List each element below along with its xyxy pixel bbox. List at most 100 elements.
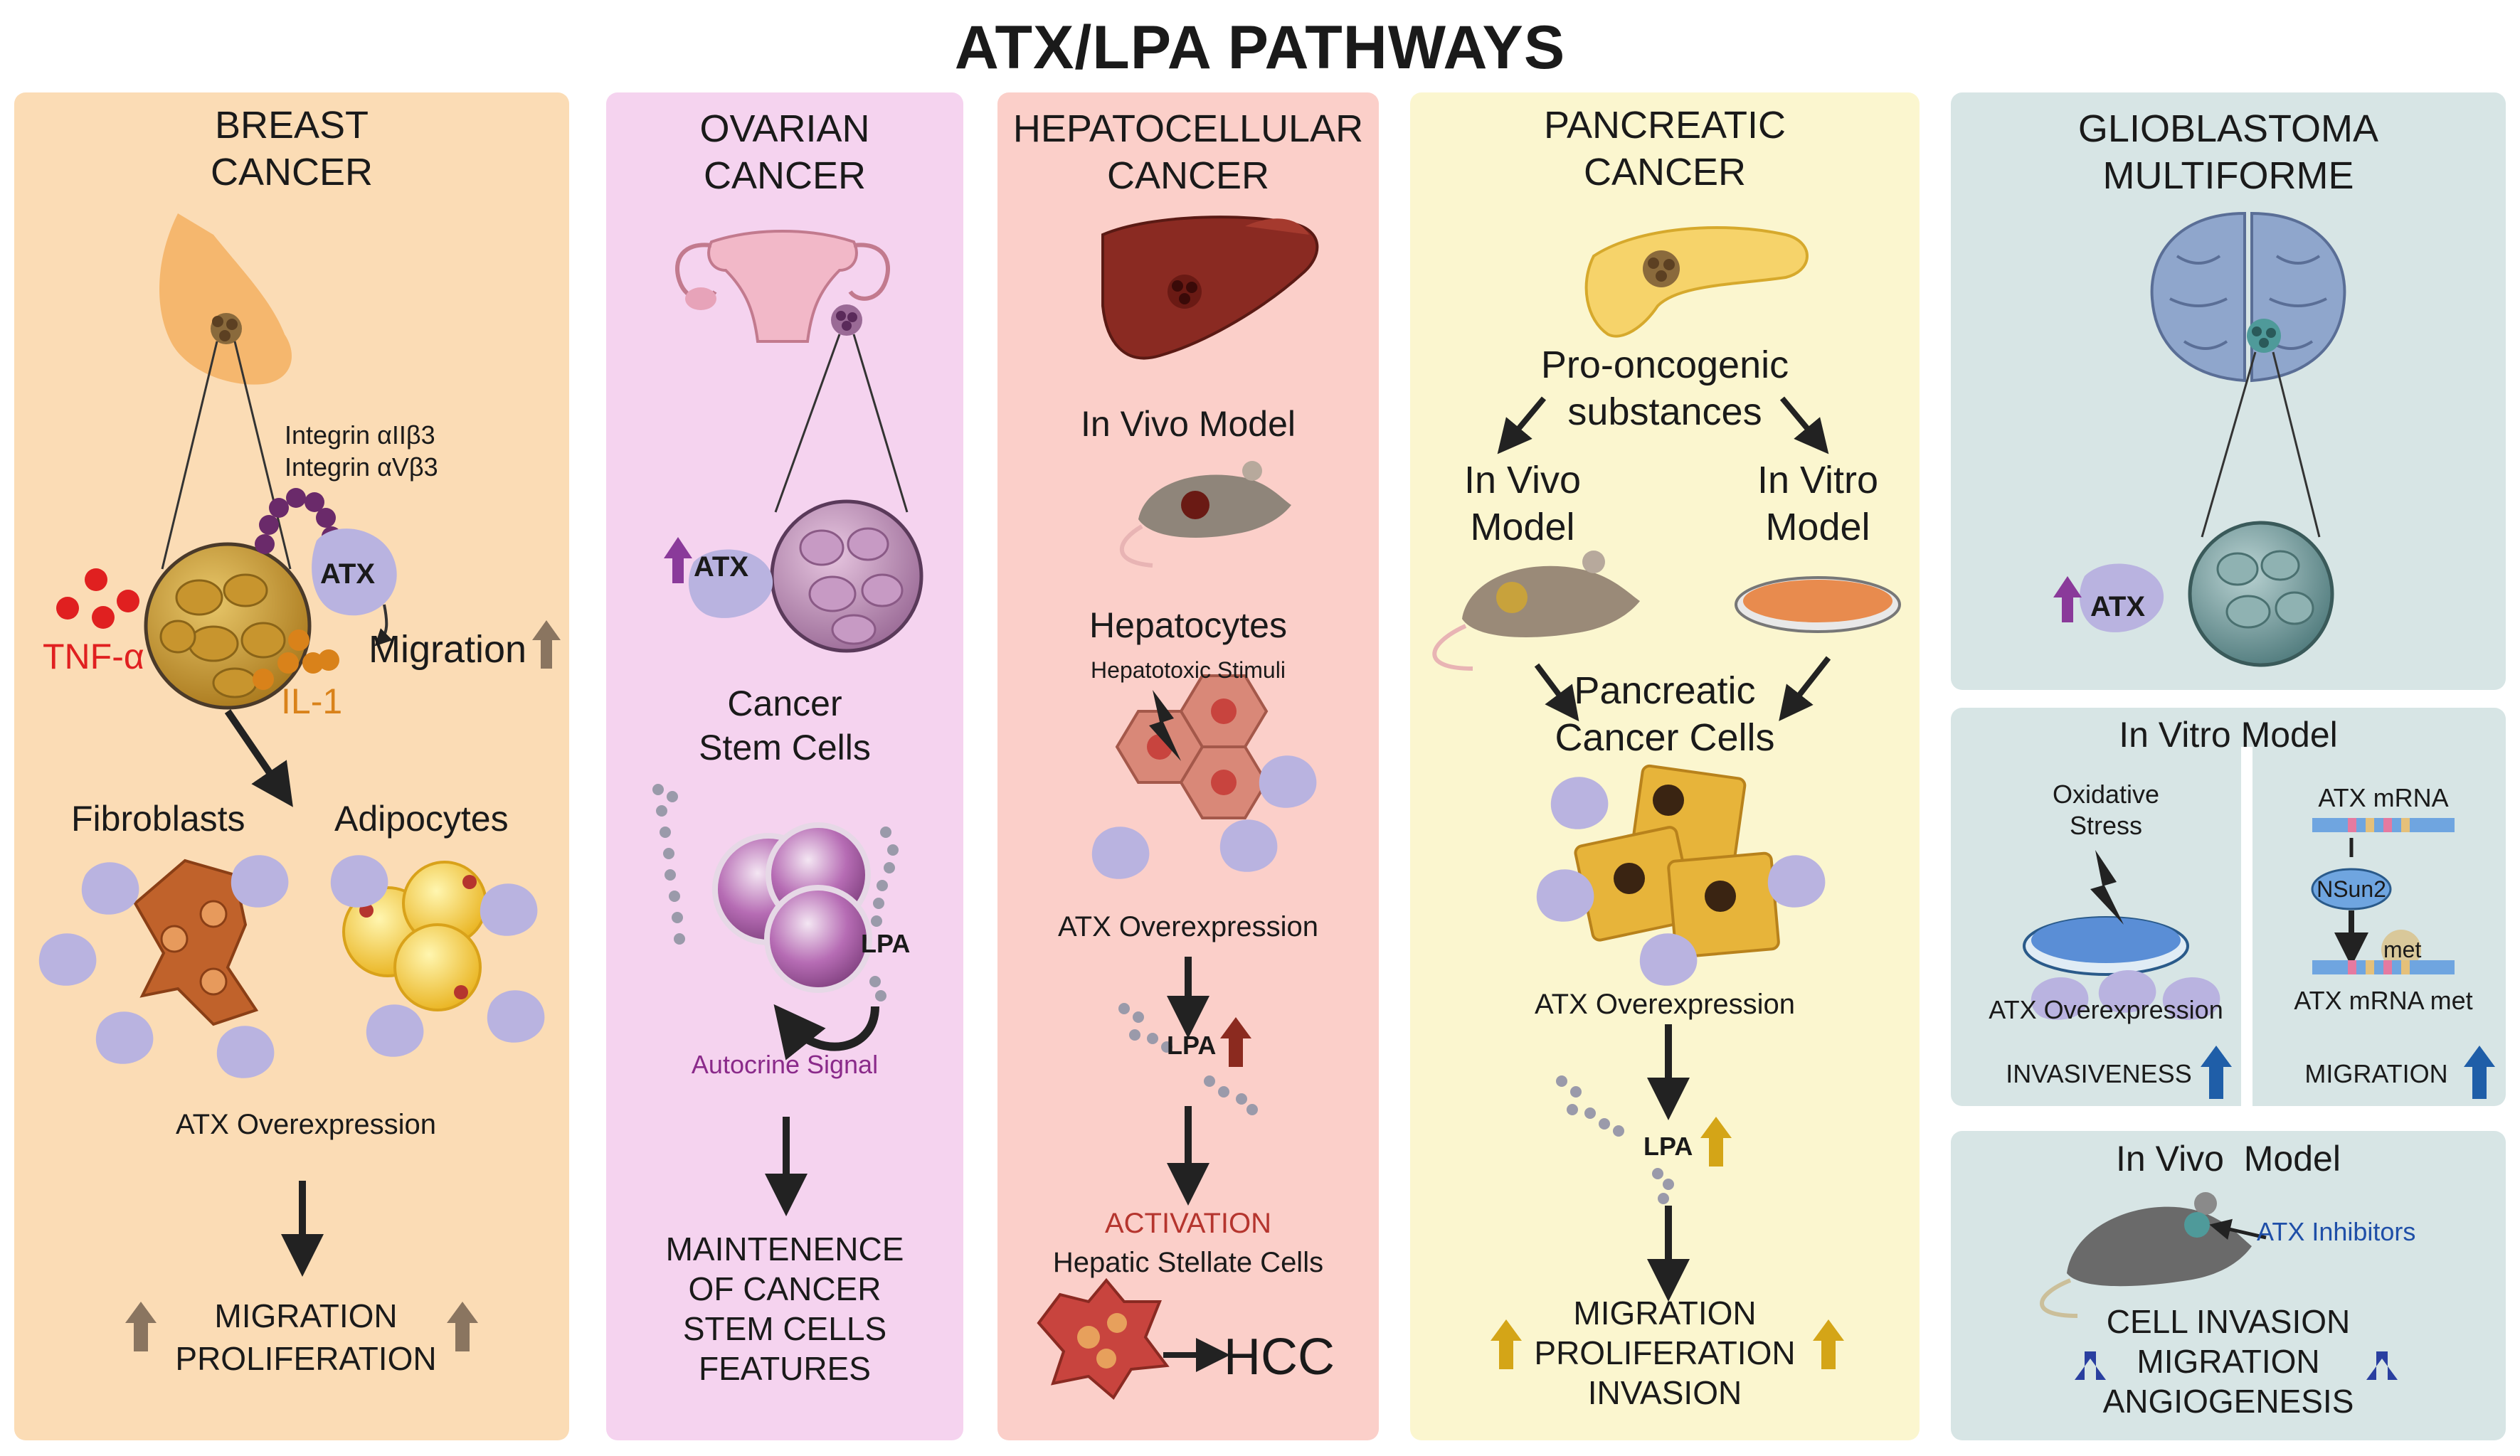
lightning-icon-hepato [1149,690,1181,761]
liver-icon [1101,216,1319,360]
fibroblast-icon [133,859,259,1026]
glio-in-vivo-title: In Vivo Model [2116,1139,2341,1179]
lightning-icon-glioblastoma [2090,850,2124,925]
hepatocytes-label: Hepatocytes [1089,605,1287,645]
breast-out-proliferation: PROLIFERATION [175,1340,437,1377]
mouse-icon-pancreatic [1432,551,1640,671]
integrin-label-2: Integrin αVβ3 [285,452,438,482]
ovarian-atx-up-arrow [664,537,692,583]
panel-glioblastoma-in-vitro [1951,708,2506,1106]
hepato-lpa-up-arrow [1220,1017,1251,1067]
breast-atx-overexpression: ATX Overexpression [175,1109,437,1140]
migration-up-arrow-glio [2464,1046,2495,1099]
pancreatic-lpa-up-arrow [1700,1117,1732,1167]
breast-out-up-arrow-left [125,1302,157,1351]
down-arrow-right-glio [2366,1351,2398,1380]
pancreatic-cancer-cells-icon [1574,764,1780,959]
ovarian-tumor-magnified-icon [770,499,923,653]
mrna-met-strand-icon [2312,960,2455,974]
lpa-molecules-pancreatic [1556,1075,1674,1204]
hepatic-stellate-cells-label: Hepatic Stellate Cells [1052,1247,1324,1278]
hepatotoxic-stimuli-label: Hepatotoxic Stimuli [1091,657,1286,683]
breast-atx-label: ATX [320,558,376,590]
ovarian-atx-label: ATX [694,551,749,583]
mouse-icon-glioblastoma [2040,1192,2252,1318]
cancer-stem-cells-icon [712,822,872,993]
nsun2-enzyme-icon [2311,868,2392,910]
tnf-alpha-label: TNF-α [43,637,144,676]
autocrine-signal-label: Autocrine Signal [691,1050,879,1079]
atx-blobs-fibroblasts [38,855,289,1078]
glioblastoma-atx-up-arrow [2053,576,2082,622]
il1-dots [253,629,339,690]
adipocyte-icon [342,861,487,1011]
lpa-molecules-hepato [1118,1003,1258,1115]
pancreatic-lpa-label: LPA [1643,1132,1693,1161]
il1-label: IL-1 [281,681,343,721]
atx-blobs-adipocytes [330,855,545,1057]
breast-tumor-magnified-icon [144,542,312,710]
pancreatic-atx-overexpression: ATX Overexpression [1534,989,1796,1020]
petri-dish-icon-pancreatic [1735,576,1901,633]
hepato-atx-overexpression: ATX Overexpression [1057,911,1319,942]
glioblastoma-atx-label: ATX [2090,591,2146,622]
lpa-molecules-ovarian [652,784,899,1001]
glio-atx-overexpression: ATX Overexpression [1989,995,2223,1024]
ovarian-lpa-label: LPA [861,929,911,958]
breast-migration-up-arrow [532,620,561,669]
in-vitro-divider [2241,747,2252,1106]
breast-icon [159,213,292,385]
uterus-icon [675,230,890,343]
hcc-label: HCC [1224,1329,1335,1386]
brain-icon [2150,211,2346,383]
fibroblasts-label: Fibroblasts [71,799,245,839]
mrna-strand-icon [2312,818,2455,832]
pancreatic-out-up-arrow-right [1813,1319,1844,1369]
glio-in-vitro-title: In Vitro Model [2119,715,2338,755]
breast-out-up-arrow-right [447,1302,478,1351]
nsun2-label: NSun2 [2317,876,2386,902]
atx-inhibitors-label: ATX Inhibitors [2257,1217,2416,1246]
breast-migration-label: Migration [369,628,527,671]
activation-label: ACTIVATION [1104,1208,1272,1239]
petri-dish-icon-glioblastoma [2023,916,2189,976]
tnf-alpha-dots [56,568,139,629]
atx-blobs-pancreatic [1536,777,1826,986]
hepato-lpa-label: LPA [1167,1031,1217,1060]
atx-blobs-glioblastoma [2031,969,2220,1020]
hepato-in-vivo-label: In Vivo Model [1080,404,1296,444]
met-label: met [2383,937,2422,962]
integrin-label-1: Integrin αIIβ3 [285,420,435,450]
pancreas-icon [1584,226,1809,338]
stellate-cell-icon [1037,1277,1170,1401]
diagram-title: ATX/LPA PATHWAYS [954,14,1566,82]
mouse-icon-hepato [1119,461,1291,568]
methyl-group-icon [2381,930,2421,969]
panel-glioblastoma-in-vivo [1951,1131,2506,1440]
glioblastoma-tumor-magnified-icon [2188,521,2334,667]
adipocytes-label: Adipocytes [334,799,509,839]
breast-out-migration: MIGRATION [214,1297,398,1334]
down-arrow-left-glio [2075,1351,2106,1380]
glio-migration-label: MIGRATION [2304,1059,2448,1088]
invasiveness-label: INVASIVENESS [2006,1059,2192,1088]
hepatocytes-icon [1115,674,1269,819]
pancreatic-out-up-arrow-left [1491,1319,1522,1369]
atx-mrna-met-label: ATX mRNA met [2294,986,2473,1015]
atx-blobs-hepato [1091,755,1317,879]
